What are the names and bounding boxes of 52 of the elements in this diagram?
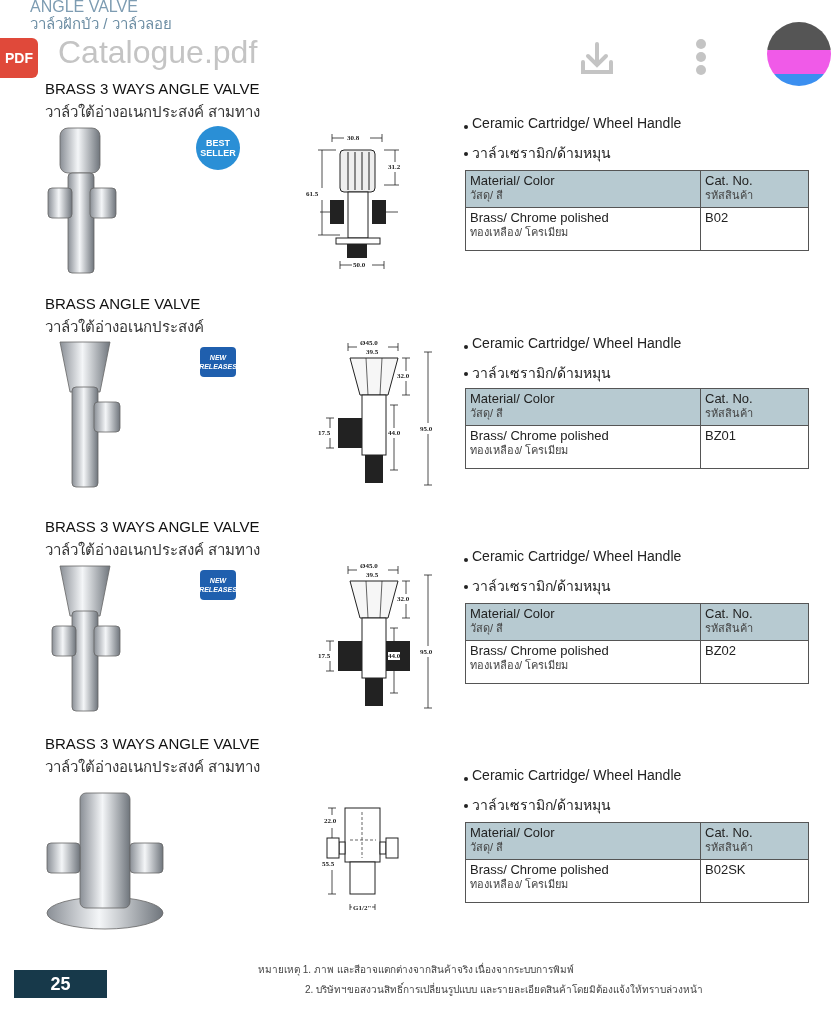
material-text: Brass/ Chrome polished [470, 210, 610, 225]
catalogue-number: B02SK [700, 859, 809, 903]
file-name: Catalogue.pdf [58, 34, 258, 71]
catalogue-number: BZ01 [700, 425, 809, 469]
pdf-icon: PDF [0, 38, 38, 78]
product-title: BRASS ANGLE VALVE [45, 295, 201, 312]
material-text: Brass/ Chrome polished [470, 428, 610, 443]
table-header-text: รหัสสินค้า [705, 621, 754, 636]
product-subtitle: วาล์วใต้อ่างอเนกประสงค์ สามทาง [45, 540, 261, 560]
table-header-text: Material/ Color [470, 391, 556, 406]
material-text: ทองเหลือง/ โครเมียม [470, 443, 570, 458]
footnote: 2. บริษัทฯขอสงวนสิทธิ์การเปลี่ยนรูปแบบ และรายละเอียดสินค้าโดยมิต้องแจ้งให้ทราบล่วงหน้า [305, 982, 703, 997]
feature-text: วาล์วเซรามิก/ด้ามหมุน [472, 796, 611, 816]
table-header-text: วัสดุ/ สี [470, 406, 505, 421]
catalogue-number: BZ02 [700, 640, 809, 684]
product-title: BRASS 3 WAYS ANGLE VALVE [45, 735, 260, 752]
feature-text: วาล์วเซรามิก/ด้ามหมุน [472, 577, 611, 597]
feature-text: Ceramic Cartridge/ Wheel Handle [472, 767, 682, 783]
table-header-text: Cat. No. [705, 391, 754, 406]
table-header-text: วัสดุ/ สี [470, 621, 505, 636]
material-text: ทองเหลือง/ โครเมียม [470, 225, 570, 240]
table-header-text: วัสดุ/ สี [470, 840, 505, 855]
feature-text: Ceramic Cartridge/ Wheel Handle [472, 548, 682, 564]
table-header-text: Cat. No. [705, 825, 754, 840]
table-header-text: Cat. No. [705, 606, 754, 621]
footnote: หมายเหตุ 1. ภาพ และสีอาจแตกต่างจากสินค้าจริง เนื่องจากระบบการพิมพ์ [258, 962, 575, 977]
feature-text: Ceramic Cartridge/ Wheel Handle [472, 115, 682, 131]
table-header-text: รหัสสินค้า [705, 406, 754, 421]
table-header-text: Material/ Color [470, 825, 556, 840]
feature-text: Ceramic Cartridge/ Wheel Handle [472, 335, 682, 351]
table-header-text: รหัสสินค้า [705, 840, 754, 855]
material-text: Brass/ Chrome polished [470, 643, 610, 658]
table-header-text: Material/ Color [470, 606, 556, 621]
section-subheading: วาล์วฝักบัว / วาล์วลอย [30, 14, 172, 34]
feature-text: วาล์วเซรามิก/ด้ามหมุน [472, 144, 611, 164]
table-header-text: วัสดุ/ สี [470, 188, 505, 203]
product-subtitle: วาล์วใต้อ่างอเนกประสงค์ สามทาง [45, 102, 261, 122]
page-number: 25 [14, 970, 107, 998]
product-subtitle: วาล์วใต้อ่างอเนกประสงค์ [45, 317, 204, 337]
product-title: BRASS 3 WAYS ANGLE VALVE [45, 518, 260, 535]
feature-text: วาล์วเซรามิก/ด้ามหมุน [472, 364, 611, 384]
best-seller-badge: BEST SELLER [196, 126, 240, 170]
catalogue-number: B02 [700, 207, 809, 251]
material-text: ทองเหลือง/ โครเมียม [470, 877, 570, 892]
material-text: Brass/ Chrome polished [470, 862, 610, 877]
table-header-text: Material/ Color [470, 173, 556, 188]
material-text: ทองเหลือง/ โครเมียม [470, 658, 570, 673]
section-heading: ANGLE VALVE [30, 0, 138, 15]
product-subtitle: วาล์วใต้อ่างอเนกประสงค์ สามทาง [45, 757, 261, 777]
table-header-text: Cat. No. [705, 173, 754, 188]
product-title: BRASS 3 WAYS ANGLE VALVE [45, 80, 260, 97]
table-header-text: รหัสสินค้า [705, 188, 754, 203]
